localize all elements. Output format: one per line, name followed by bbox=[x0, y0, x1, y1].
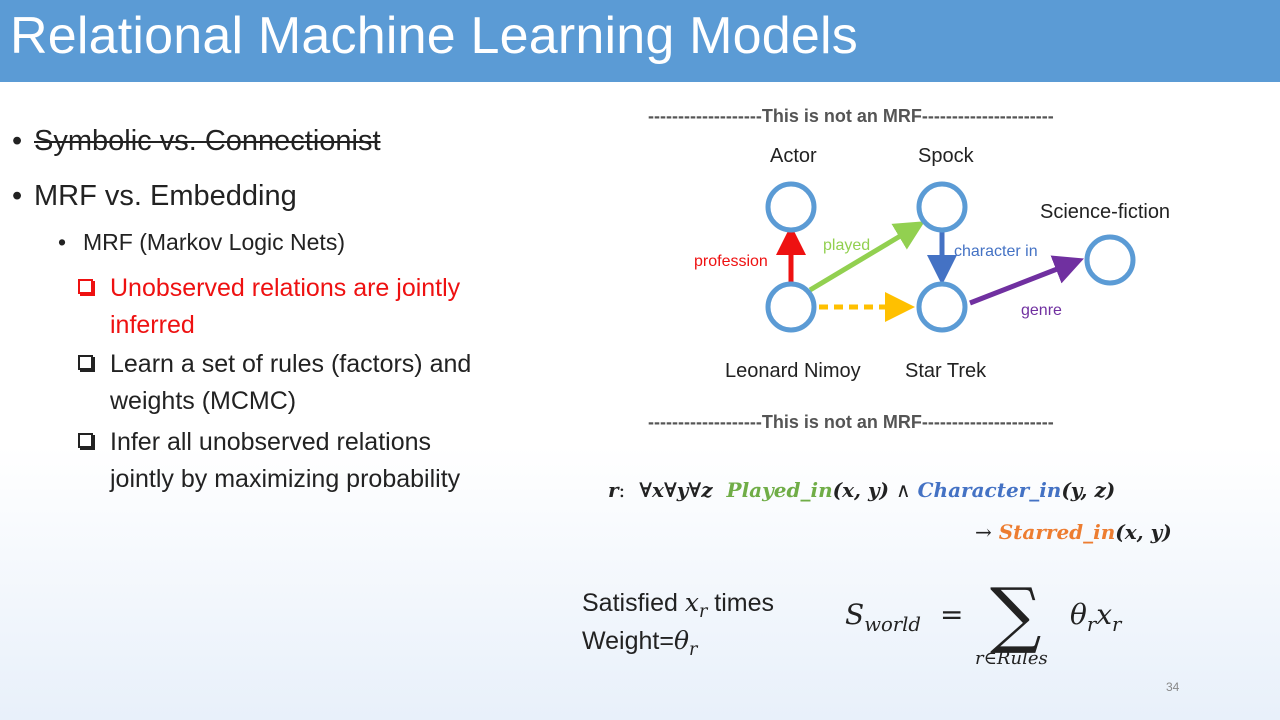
equals-sign: = bbox=[940, 598, 964, 631]
checkbox-icon bbox=[78, 355, 93, 370]
rule-line-1: r: ∀x∀y∀z Played_in(x, y) ∧ Character_in… bbox=[608, 478, 1115, 502]
var-s: S bbox=[845, 598, 865, 631]
bullet-dot: • bbox=[12, 125, 23, 157]
sub-bullet-mrf: • MRF (Markov Logic Nets) bbox=[58, 229, 345, 256]
graph-banner-top: -------------------This is not an MRF---… bbox=[648, 106, 1054, 126]
sum-index: r∈Rules bbox=[975, 648, 1048, 669]
satisfied-line: Satisfied xr times bbox=[582, 584, 774, 631]
bullet-mrf-vs-embedding: • MRF vs. Embedding bbox=[12, 180, 297, 213]
bullet-dot: • bbox=[58, 229, 67, 255]
rhs-x: x bbox=[1096, 598, 1113, 631]
checkbox-item-infer: Infer all unobserved relations jointly b… bbox=[78, 424, 548, 498]
checkbox-icon bbox=[78, 433, 93, 448]
checkbox-line: Unobserved relations are jointly bbox=[110, 274, 461, 302]
page-number: 34 bbox=[1166, 680, 1180, 694]
var-theta-sub: r bbox=[689, 640, 698, 661]
node-startrek bbox=[916, 281, 968, 333]
checkbox-item-unobserved: Unobserved relations are jointly inferre… bbox=[78, 270, 548, 344]
edge-label-genre: genre bbox=[1021, 302, 1062, 319]
bullet-dot: • bbox=[12, 180, 23, 212]
node-label-spock: Spock bbox=[918, 145, 974, 167]
node-label-startrek: Star Trek bbox=[905, 360, 987, 382]
var-s-sub: world bbox=[864, 612, 921, 636]
bullet-text-strikethrough: Symbolic vs. Connectionist bbox=[34, 125, 381, 157]
checkbox-line: inferred bbox=[110, 311, 195, 339]
checkbox-line: Infer all unobserved relations bbox=[110, 428, 432, 456]
predicate-args: (x, y) bbox=[832, 478, 890, 502]
graph-banner-bottom: -------------------This is not an MRF---… bbox=[648, 412, 1054, 432]
predicate-args: (y, z) bbox=[1061, 478, 1116, 502]
weight-text: Weight= bbox=[582, 627, 674, 655]
var-x-sub: r bbox=[698, 602, 708, 623]
score-rhs: θrxr bbox=[1070, 598, 1121, 636]
edge-label-character-in: character in bbox=[954, 243, 1038, 260]
node-scifi bbox=[1084, 234, 1136, 286]
logical-and: ∧ bbox=[896, 478, 911, 502]
rhs-theta-sub: r bbox=[1086, 612, 1097, 636]
rhs-theta: θ bbox=[1070, 598, 1087, 631]
edge-label-profession: profession bbox=[694, 253, 768, 270]
node-label-scifi: Science-fiction bbox=[1040, 201, 1171, 223]
node-actor bbox=[765, 181, 817, 233]
checkbox-line: weights (MCMC) bbox=[110, 387, 297, 415]
edge-genre bbox=[969, 255, 1084, 306]
checkbox-line: jointly by maximizing probability bbox=[110, 465, 461, 493]
edge-played bbox=[808, 221, 925, 293]
predicate-starred-in: Starred_in bbox=[998, 520, 1116, 544]
var-x: x bbox=[684, 588, 699, 617]
weight-line: Weight=θr bbox=[582, 622, 697, 669]
rule-line-2: → Starred_in(x, y) bbox=[975, 520, 1172, 544]
bullet-symbolic: • Symbolic vs. Connectionist bbox=[12, 125, 381, 158]
satisfied-text: Satisfied bbox=[582, 589, 678, 617]
node-label-nimoy: Leonard Nimoy bbox=[725, 360, 861, 382]
rhs-x-sub: r bbox=[1112, 612, 1122, 636]
rule-name: r bbox=[608, 478, 619, 502]
checkbox-item-learn: Learn a set of rules (factors) and weigh… bbox=[78, 346, 548, 420]
score-lhs: Sworld bbox=[845, 598, 921, 636]
slide-title: Relational Machine Learning Models bbox=[10, 7, 858, 65]
predicate-args: (x, y) bbox=[1115, 520, 1172, 544]
var-theta: θ bbox=[673, 626, 690, 655]
bullet-text: MRF vs. Embedding bbox=[34, 180, 297, 212]
rule-colon: : bbox=[618, 478, 626, 502]
predicate-character-in: Character_in bbox=[917, 478, 1062, 502]
checkbox-line: Learn a set of rules (factors) and bbox=[110, 350, 472, 378]
checkbox-icon bbox=[78, 279, 93, 294]
rule-quantifiers: ∀x∀y∀z bbox=[639, 478, 713, 502]
times-text: times bbox=[714, 589, 775, 617]
sub-bullet-text: MRF (Markov Logic Nets) bbox=[83, 229, 345, 255]
node-nimoy bbox=[765, 281, 817, 333]
edge-label-played: played bbox=[823, 237, 871, 254]
implies-arrow: → bbox=[975, 520, 992, 544]
node-label-actor: Actor bbox=[770, 145, 817, 167]
sum-symbol: ∑ bbox=[990, 572, 1042, 656]
predicate-played-in: Played_in bbox=[726, 478, 833, 502]
title-bar: Relational Machine Learning Models bbox=[0, 0, 1280, 82]
node-spock bbox=[916, 181, 968, 233]
